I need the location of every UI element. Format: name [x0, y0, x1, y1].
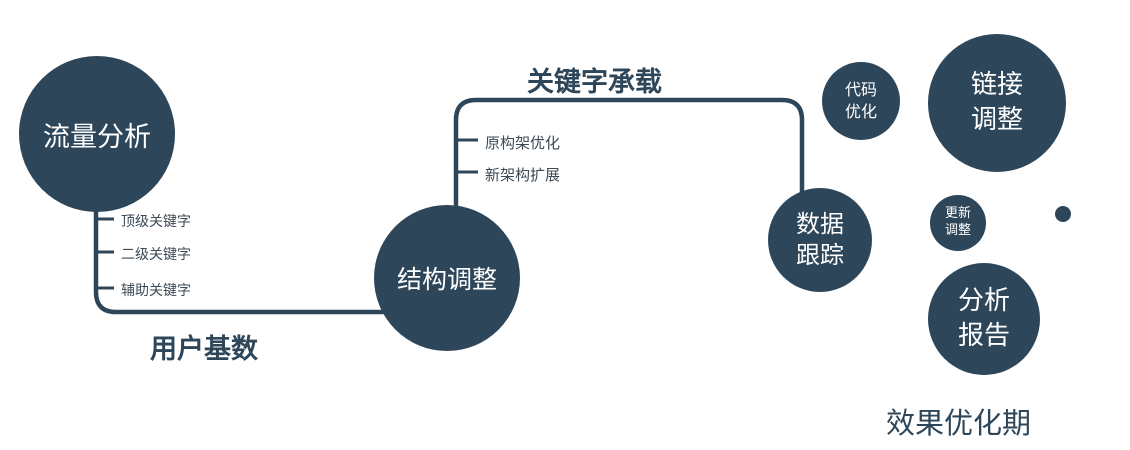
branch-label-new-architecture: 新架构扩展	[485, 166, 561, 184]
footer-phase-label: 效果优化期	[886, 406, 1032, 440]
node-update-adjustment: 更新 调整	[930, 195, 986, 251]
branch-label-original-architecture: 原构架优化	[485, 134, 561, 152]
connector-structure-to-tracking	[453, 97, 805, 212]
branch-label-secondary-keywords: 二级关键字	[121, 247, 191, 263]
edge-label-user-base: 用户基数	[150, 334, 258, 365]
branch-label-top-keywords: 顶级关键字	[121, 214, 191, 230]
node-update-adjustment-label-line1: 更新	[944, 206, 971, 222]
node-code-optimization-label-line1: 代码	[844, 80, 877, 100]
node-structure-adjustment: 结构调整	[374, 205, 520, 351]
node-traffic-analysis: 流量分析	[19, 56, 175, 212]
branch-label-auxiliary-keywords: 辅助关键字	[121, 283, 191, 299]
node-update-adjustment-label-line2: 调整	[944, 223, 971, 238]
node-data-tracking-label-line1: 数据	[796, 209, 844, 238]
node-link-adjustment-label-line1: 链接	[970, 69, 1023, 100]
node-bullet-dot	[1055, 206, 1071, 222]
node-code-optimization-label-line2: 优化	[844, 102, 877, 121]
node-link-adjustment-label-line2: 调整	[970, 105, 1023, 135]
node-code-optimization: 代码 优化	[822, 62, 900, 140]
node-data-tracking: 数据 跟踪	[768, 188, 872, 292]
node-structure-adjustment-label: 结构调整	[396, 265, 497, 294]
node-link-adjustment: 链接 调整	[928, 34, 1066, 172]
node-traffic-analysis-label: 流量分析	[43, 121, 151, 153]
node-analysis-report: 分析 报告	[928, 263, 1040, 375]
node-analysis-report-label-line2: 报告	[957, 321, 1010, 351]
connector-traffic-to-structure	[93, 190, 400, 315]
node-data-tracking-label-line2: 跟踪	[796, 241, 844, 269]
edge-label-keyword-carry: 关键字承载	[527, 67, 662, 98]
node-analysis-report-label-line1: 分析	[957, 285, 1010, 316]
